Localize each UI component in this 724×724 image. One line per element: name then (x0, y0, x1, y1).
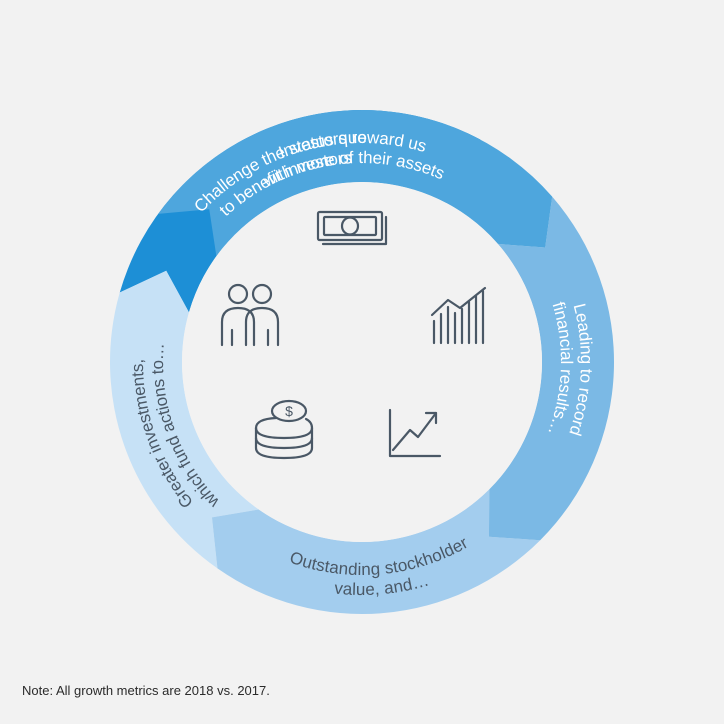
svg-text:$: $ (285, 403, 293, 419)
people-icon (220, 283, 280, 347)
segment-invest-reward (158, 110, 553, 257)
money-icon (316, 210, 388, 246)
center-disc (182, 182, 542, 542)
ring-segments (110, 109, 614, 614)
bar-growth-chart-icon (430, 286, 487, 345)
footnote: Note: All growth metrics are 2018 vs. 20… (22, 683, 270, 698)
line-trend-chart-icon (388, 408, 442, 458)
segment-leading-record (488, 196, 614, 541)
coins-dollar-icon: $ (254, 399, 314, 460)
segment-outstanding-value (211, 489, 541, 614)
segment-greater-investments (110, 270, 259, 569)
